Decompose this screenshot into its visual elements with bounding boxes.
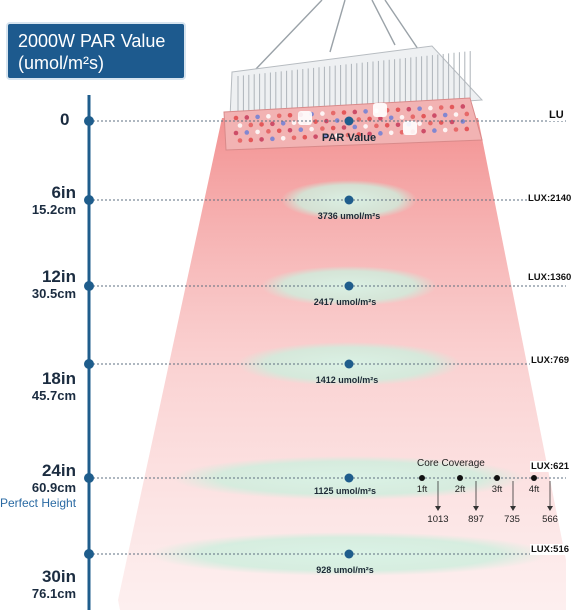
center-marker-dot: [344, 116, 354, 126]
level-label-18in: 18in 45.7cm: [18, 369, 76, 404]
chart-title: 2000W PAR Value: [18, 31, 166, 51]
cob-chip-icon: [373, 103, 387, 117]
axis-marker-dot: [84, 473, 94, 483]
coverage-ft-3: 3ft: [491, 484, 503, 495]
lux-value-18in: LUX:769: [530, 355, 570, 366]
coverage-point: [494, 475, 500, 481]
level-cm: 45.7cm: [31, 388, 76, 403]
coverage-value-1: 1013: [427, 514, 449, 525]
core-coverage-title: Core Coverage: [417, 458, 485, 469]
par-value-12in: 2417 umol/m²s: [313, 297, 377, 307]
level-markers: [84, 116, 354, 559]
coverage-point: [457, 475, 463, 481]
axis-marker-dot: [84, 281, 94, 291]
lux-value-12in: LUX:1360: [527, 272, 571, 283]
level-inches: 6in: [51, 183, 76, 202]
center-marker-dot: [344, 195, 354, 205]
coverage-arrow-head: [510, 506, 516, 511]
axis-marker-dot: [84, 359, 94, 369]
level-inches: 12in: [41, 267, 76, 286]
coverage-point: [531, 475, 537, 481]
level-cm: 60.9cm: [31, 480, 76, 495]
level-label-6in: 6in 15.2cm: [28, 183, 76, 218]
core-coverage-chart: [419, 475, 553, 511]
par-value-24in: 1125 umol/m²s: [313, 486, 377, 496]
center-marker-dot: [344, 473, 354, 483]
level-label-30in: 30in 76.1cm: [18, 567, 76, 602]
level-label-12in: 12in 30.5cm: [18, 267, 76, 302]
center-marker-dot: [344, 281, 354, 291]
coverage-value-3: 735: [504, 514, 520, 525]
level-cm: 15.2cm: [31, 202, 76, 217]
coverage-value-2: 897: [468, 514, 484, 525]
lux-value-6in: LUX:2140: [527, 193, 571, 204]
coverage-point: [419, 475, 425, 481]
coverage-arrow-head: [435, 506, 441, 511]
cob-chip-icon: [403, 121, 417, 135]
level-inches: 24in: [41, 461, 76, 480]
level-cm: 30.5cm: [31, 286, 76, 301]
level-lines: [89, 120, 566, 555]
perfect-height-label: Perfect Height: [0, 496, 77, 510]
axis-marker-dot: [84, 195, 94, 205]
coverage-arrow-head: [547, 506, 553, 511]
level-inches: 30in: [41, 567, 76, 586]
axis-marker-dot: [84, 549, 94, 559]
coverage-ft-4: 4ft: [528, 484, 540, 495]
axis-marker-dot: [84, 116, 94, 126]
level-label-24in: 24in 60.9cm: [18, 461, 76, 496]
par-value-18in: 1412 umol/m²s: [315, 375, 379, 385]
level-inches: 18in: [41, 369, 76, 388]
coverage-ft-1: 1ft: [416, 484, 428, 495]
chart-title-box: 2000W PAR Value (umol/m²s): [6, 22, 186, 80]
par-value-6in: 3736 umol/m²s: [317, 211, 381, 221]
lamp-par-label: PAR Value: [321, 132, 377, 144]
coverage-arrow-head: [473, 506, 479, 511]
lux-value-24in: LUX:621: [530, 461, 570, 472]
level-label-0: 0: [60, 110, 70, 129]
center-marker-dot: [344, 359, 354, 369]
coverage-value-4: 566: [542, 514, 558, 525]
lamp-fixture-icon: [223, 45, 484, 151]
coverage-ft-2: 2ft: [454, 484, 466, 495]
chart-subtitle: (umol/m²s): [18, 53, 104, 73]
par-value-30in: 928 umol/m²s: [316, 565, 374, 575]
center-marker-dot: [344, 549, 354, 559]
cob-chip-icon: [298, 111, 312, 125]
hanging-wires: [254, 0, 421, 71]
lamp-lux-label: LU: [548, 109, 564, 121]
level-cm: 76.1cm: [31, 586, 76, 601]
lux-value-30in: LUX:516: [530, 544, 570, 555]
